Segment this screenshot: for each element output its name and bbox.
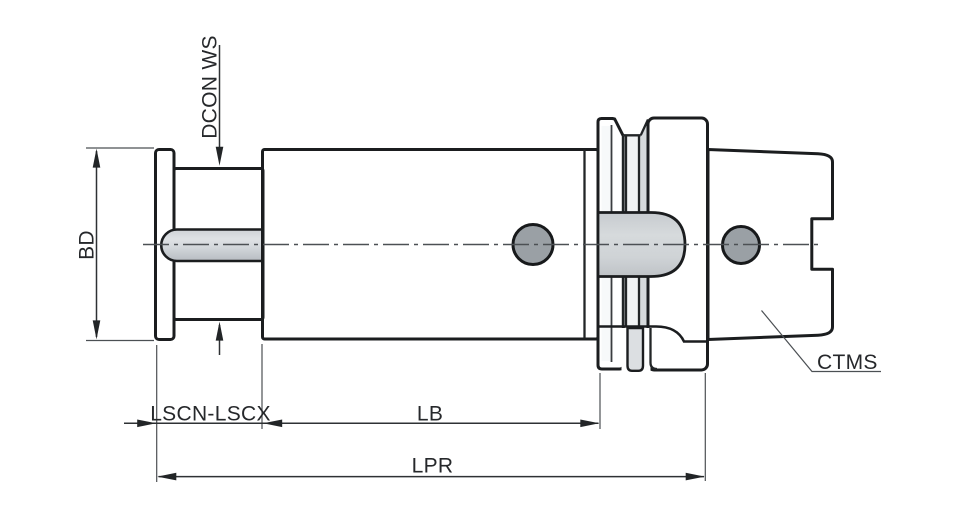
- hsk-taper-shank: [706, 148, 834, 341]
- dim-bd-arrow-down: [92, 320, 101, 340]
- dim-lscn-arrow-left: [137, 419, 157, 428]
- label-lscn-lscx: LSCN-LSCX: [150, 403, 271, 426]
- coolant-tube: [160, 228, 265, 263]
- dim-dcon-arrow-down: [215, 146, 224, 166]
- dim-bd-arrow-up: [92, 148, 101, 168]
- dimension-annotations: BD DCON WS LSCN-LSCX LB LPR CTMS: [76, 35, 881, 482]
- flange-slot-edge-line: [598, 325, 708, 343]
- label-bd: BD: [76, 230, 99, 260]
- extension-lines: [86, 147, 706, 482]
- dim-lpr-arrow-left: [157, 472, 177, 481]
- ctms-leader-line: [761, 310, 881, 373]
- drive-key-tab: [626, 326, 645, 372]
- dim-lb-arrow-right: [580, 419, 600, 428]
- dim-lb-arrow-left: [263, 419, 283, 428]
- part-views: [143, 116, 834, 375]
- dim-lpr-arrow-right: [685, 472, 705, 481]
- label-lb: LB: [417, 403, 443, 426]
- flange-slot-corner-line: [649, 328, 658, 371]
- dim-dcon-arrow-up: [215, 321, 224, 341]
- label-dcon-ws: DCON WS: [199, 35, 222, 139]
- label-lpr: LPR: [412, 455, 454, 478]
- label-ctms: CTMS: [817, 351, 878, 374]
